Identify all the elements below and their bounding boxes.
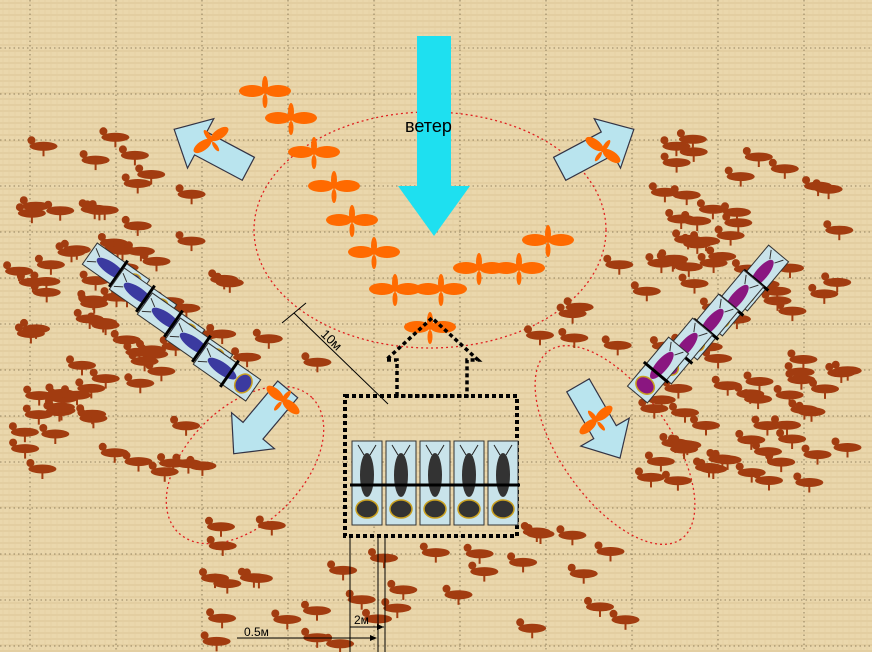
hunter-group-center bbox=[348, 439, 522, 527]
hunter-icon bbox=[484, 439, 522, 527]
wind-label: ветер bbox=[405, 116, 452, 136]
wind-arrow-icon bbox=[398, 36, 470, 236]
label-2m: 2м bbox=[354, 613, 369, 627]
shooting-zones bbox=[165, 111, 696, 545]
hunter-icon bbox=[382, 439, 420, 527]
measure-bottom: 2м 0.5м bbox=[237, 538, 386, 652]
advance-arrow-icon bbox=[381, 315, 483, 398]
central-zone bbox=[253, 111, 607, 349]
right-zone bbox=[534, 345, 696, 545]
hunter-icon bbox=[450, 439, 488, 527]
label-05m: 0.5м bbox=[244, 625, 269, 639]
hunter-icon bbox=[348, 439, 386, 527]
left-zone bbox=[165, 385, 325, 545]
hunter-icon bbox=[416, 439, 454, 527]
